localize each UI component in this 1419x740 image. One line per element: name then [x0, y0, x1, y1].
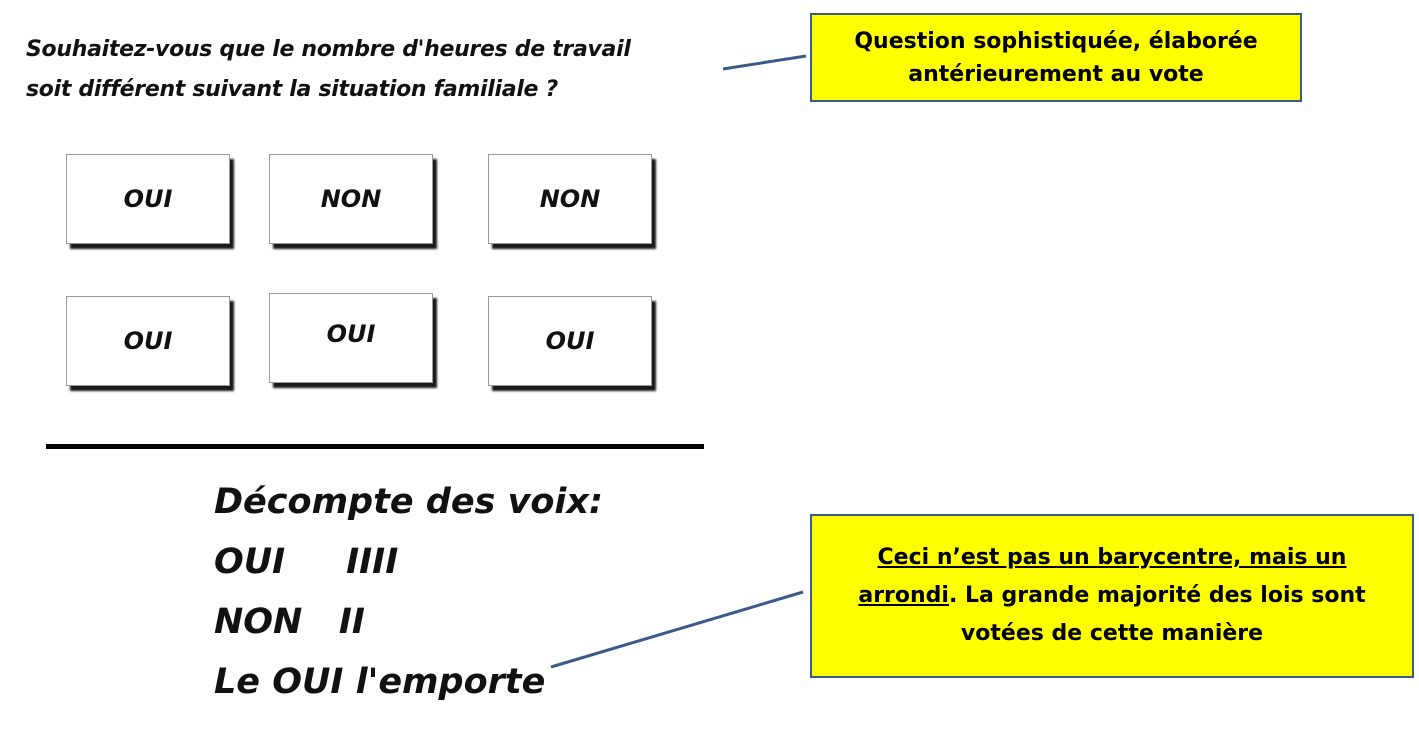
ballot-2: NON [269, 154, 433, 244]
ballot-6-label: OUI [545, 327, 595, 355]
tally-yes-line: OUI IIII [214, 542, 399, 582]
ballot-1: OUI [66, 154, 230, 244]
connector-top [722, 54, 807, 71]
question-text: Souhaitez-vous que le nombre d'heures de… [26, 30, 726, 110]
ballot-4: OUI [66, 296, 230, 386]
tally-no-line: NON II [214, 602, 365, 642]
callout-question-note: Question sophistiquée, élaborée antérieu… [810, 13, 1302, 102]
tally-heading: Décompte des voix: [214, 482, 603, 522]
ballot-2-label: NON [320, 185, 382, 213]
callout-bottom-line-1: Ceci n’est pas un barycentre, mais un [877, 545, 1347, 570]
ballot-6: OUI [488, 296, 652, 386]
ballot-4-label: OUI [123, 327, 173, 355]
tally-result: Le OUI l'emporte [214, 662, 546, 702]
ballot-1-label: OUI [123, 185, 173, 213]
question-line-2: soit différent suivant la situation fami… [26, 77, 559, 102]
ballot-5: OUI [269, 293, 433, 383]
ballot-5-label: OUI [326, 320, 376, 348]
ballot-3-label: NON [539, 185, 601, 213]
callout-bottom-line-3: votées de cette manière [960, 621, 1264, 646]
ballot-3: NON [488, 154, 652, 244]
callout-top-line-2: antérieurement au vote [908, 61, 1204, 87]
callout-bottom-underlined-word: arrondi [858, 583, 949, 608]
divider-line [46, 444, 704, 449]
callout-result-note: Ceci n’est pas un barycentre, mais un ar… [810, 514, 1414, 678]
callout-bottom-line-2-rest: . La grande majorité des lois sont [948, 583, 1366, 608]
callout-top-line-1: Question sophistiquée, élaborée [854, 28, 1258, 54]
vote-tally: Décompte des voix: OUI IIII NON II Le OU… [214, 472, 603, 712]
question-line-1: Souhaitez-vous que le nombre d'heures de… [26, 37, 631, 62]
